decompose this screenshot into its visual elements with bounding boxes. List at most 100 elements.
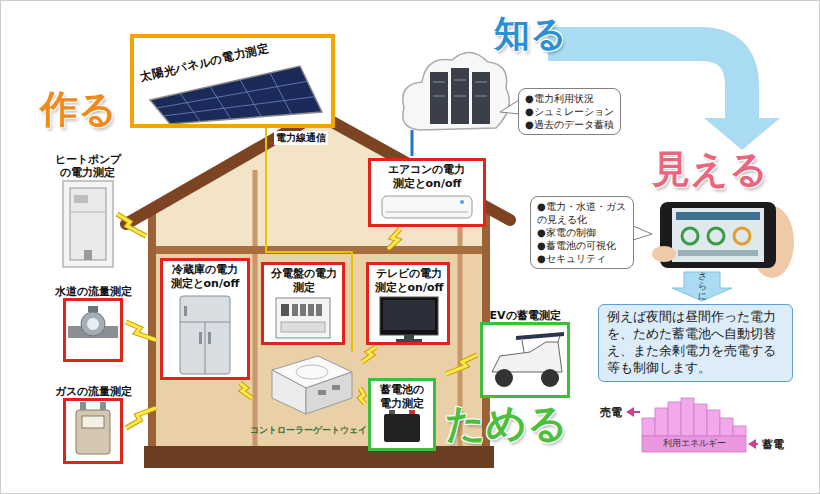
wireless-bolts	[126, 408, 156, 428]
cloud-server	[433, 82, 445, 83]
wireless-bolts	[117, 214, 477, 428]
electric-vehicle	[492, 332, 564, 387]
electric-vehicle	[495, 369, 513, 387]
wireless-bolts	[362, 347, 376, 362]
water-meter	[87, 318, 99, 330]
node-heading: ヒートポンプ の電力測定	[50, 153, 126, 181]
distribution-board	[308, 304, 314, 316]
energy-chart	[626, 407, 634, 417]
cloud-server	[451, 68, 469, 124]
energy-chart	[733, 426, 746, 436]
television	[380, 297, 438, 335]
node-text: ●蓄電池の可視化	[537, 239, 631, 252]
chart-label: 売電	[600, 405, 622, 420]
air-conditioner	[386, 212, 468, 213]
node-text: ●家電の制御	[537, 226, 631, 239]
node-text: ●過去のデータ蓄積	[525, 118, 614, 131]
meter-box: ガスの流量測定	[63, 398, 123, 464]
heat-pump	[70, 212, 106, 213]
wireless-bolts	[360, 388, 365, 404]
node-heading: 水道の流量測定	[55, 285, 132, 299]
energy-chart	[626, 398, 758, 452]
storage-battery	[384, 410, 420, 442]
smartphone-hand	[676, 212, 760, 220]
storage-box: EVの蓄電測定	[480, 322, 570, 398]
wireless-bolts	[126, 322, 156, 340]
device-box: 分電盤の電力 測定	[261, 262, 345, 345]
device-box: テレビの電力 測定とon/off	[366, 262, 450, 345]
refrigerator	[205, 322, 206, 374]
callout-pointer	[500, 100, 519, 114]
frame-grounds	[63, 398, 123, 464]
energy-chart	[707, 410, 720, 436]
cloud-server	[454, 80, 466, 81]
gas-meter	[82, 416, 104, 428]
frame-grounds	[130, 34, 335, 128]
meter-box: 水道の流量測定	[63, 298, 123, 362]
electric-vehicle	[492, 342, 562, 372]
edge-label: 電力線通信	[274, 131, 328, 145]
smartphone-hand	[652, 246, 676, 262]
smartphone-hand	[652, 202, 794, 278]
wireless-bolts	[388, 229, 400, 249]
cloud-server	[403, 52, 510, 130]
house	[126, 114, 510, 224]
television	[404, 335, 414, 339]
solar-panel	[210, 86, 231, 119]
wireless-bolts	[240, 383, 252, 398]
distribution-board	[316, 304, 322, 316]
smartphone-hand	[672, 208, 764, 262]
device-box: 冷蔵庫の電力 測定とon/off	[160, 258, 250, 380]
arrow-label: さらに	[698, 272, 707, 302]
solar-panel	[180, 93, 200, 121]
energy-chart	[642, 436, 746, 452]
refrigerator	[199, 332, 202, 344]
distribution-board	[281, 304, 289, 316]
distribution-board	[276, 298, 330, 338]
house	[144, 446, 494, 468]
storage-battery	[409, 410, 415, 414]
node-text: ●電力利用状況	[525, 92, 614, 105]
node-text: ●シュミレーション	[525, 105, 614, 118]
note-box: 例えば夜間は昼間作った電力 を、ためた蓄電池へ自動切替 え、また余剰電力を売電す…	[598, 304, 793, 382]
cloud-server	[472, 72, 490, 124]
node-heading: 太陽光パネルの電力測定	[139, 41, 271, 85]
wireless-bolts	[126, 322, 156, 340]
energy-chart	[668, 402, 681, 436]
solar-panel	[163, 97, 314, 116]
node-text: 例えば夜間は昼間作った電力 を、ためた蓄電池へ自動切替 え、また余剰電力を売電す…	[607, 309, 784, 377]
smartphone-hand	[660, 202, 776, 268]
node-text: 冷蔵庫の電力 測定とon/off	[167, 263, 243, 291]
gateway-device	[296, 365, 328, 379]
television	[396, 339, 422, 342]
node-heading: コントローラーゲートウェイ	[250, 425, 367, 436]
electric-vehicle	[558, 336, 560, 342]
storage-box: 蓄電池の 電力測定	[368, 378, 436, 451]
storage-battery	[389, 410, 395, 414]
energy-chart	[748, 439, 756, 449]
gas-meter	[100, 402, 106, 410]
wireless-bolts	[388, 229, 400, 249]
air-conditioner	[460, 200, 464, 204]
node-heading: ガスの流量測定	[55, 385, 132, 399]
wireless-bolts	[117, 214, 146, 236]
solar-panel-box: 太陽光パネルの電力測定	[130, 34, 335, 128]
distribution-board	[276, 298, 330, 338]
frame-grounds	[160, 258, 250, 380]
device-box: エアコンの電力 測定とon/off	[368, 158, 486, 227]
gateway-device	[318, 390, 326, 395]
refrigerator	[208, 332, 211, 344]
wireless-bolts	[360, 388, 365, 404]
water-meter	[68, 306, 118, 338]
frame-grounds	[368, 158, 486, 226]
gateway-device	[332, 385, 340, 390]
electric-vehicle	[522, 340, 524, 352]
flow-arrow	[704, 118, 780, 150]
wireless-bolts	[362, 347, 376, 362]
heat-pump	[84, 250, 92, 260]
gas-meter	[76, 410, 110, 454]
node-text: 蓄電池の 電力測定	[375, 383, 429, 411]
frame-grounds	[261, 262, 345, 344]
